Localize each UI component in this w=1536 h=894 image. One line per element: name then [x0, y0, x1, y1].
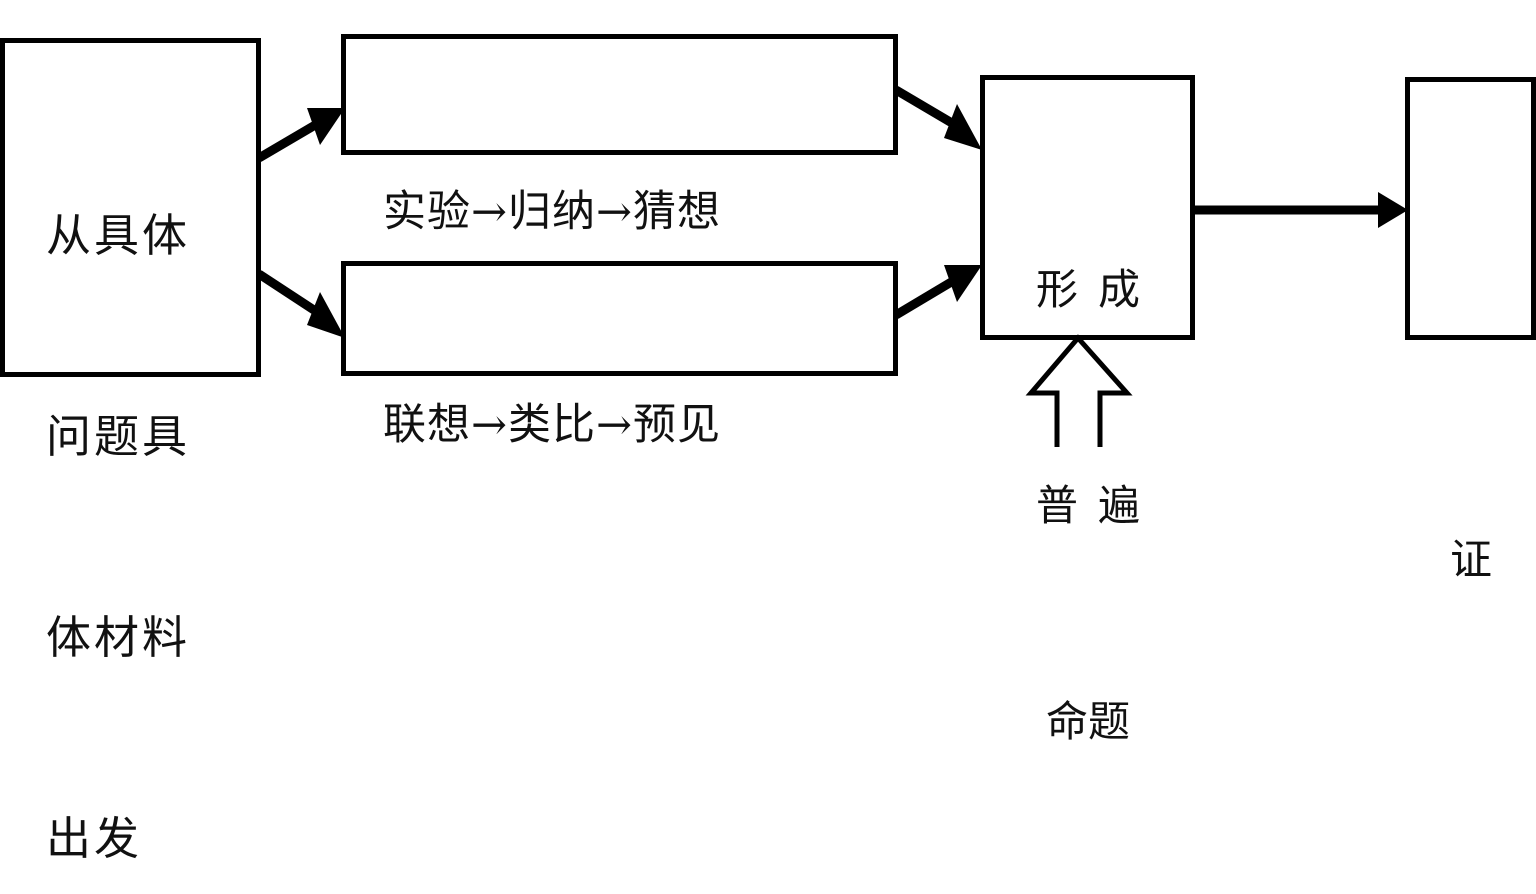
source-box [0, 38, 261, 377]
proposition-box-line-2: 普遍 [1035, 481, 1160, 530]
arrow-induction-to-proposition [893, 86, 982, 150]
flowchart-canvas [0, 34, 1536, 447]
induction-box [341, 34, 898, 155]
arrow-source-to-analogy [256, 270, 345, 338]
source-box-line-4: 出发 [46, 812, 143, 865]
arrow-analogy-to-proposition [893, 265, 982, 319]
hollow-block-arrow-up [1025, 334, 1133, 447]
flowchart-diagram: 从具体 问题具 体材料 出发 实验→归纳→猜想 联想→类比→预见 形成 普遍 命… [0, 34, 1536, 865]
arrow-source-to-induction [256, 108, 345, 162]
proposition-box [980, 75, 1195, 340]
proposition-box-line-3: 命题 [1045, 697, 1130, 746]
analogy-box [341, 261, 898, 376]
proof-box-line-1: 证 [1449, 535, 1492, 584]
arrow-proposition-to-proof [1192, 192, 1408, 228]
proof-box [1405, 77, 1536, 340]
source-box-line-3: 体材料 [46, 611, 191, 664]
